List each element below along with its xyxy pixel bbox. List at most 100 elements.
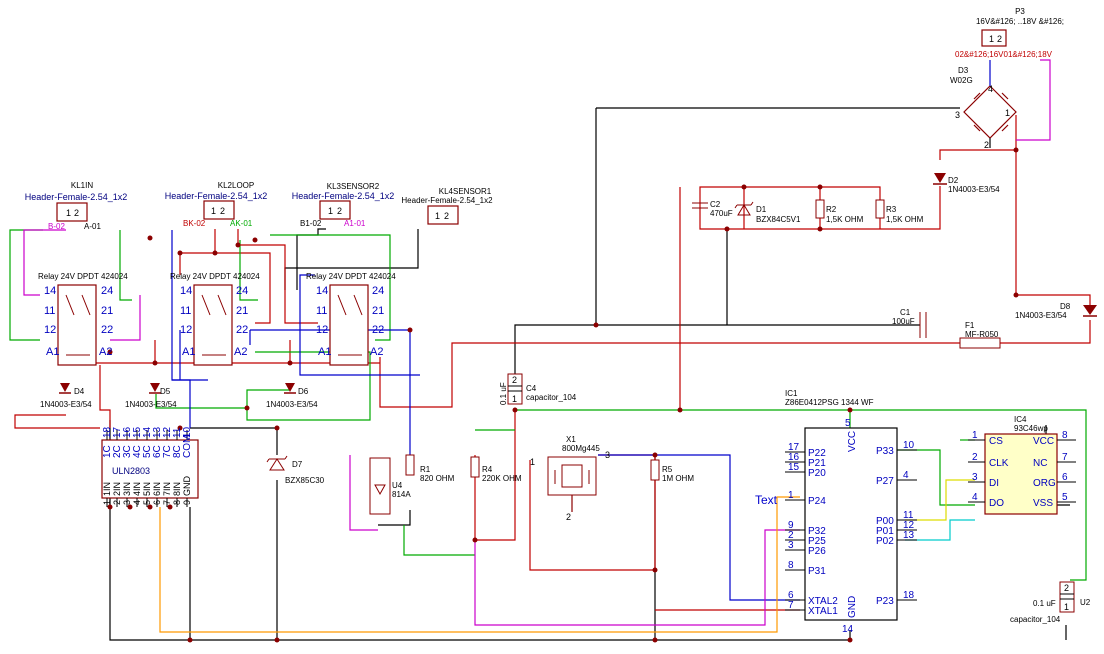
r5-ref: R5 (662, 465, 673, 474)
mcu-left-pin-name: P26 (808, 546, 826, 557)
relay-1-pin11: 11 (44, 305, 55, 317)
kl4-pin2-num: 2 (444, 211, 449, 221)
resistor-r5[interactable]: R5 1M OHM (650, 459, 694, 483)
relay-2-body (193, 284, 233, 366)
eeprom-ref: IC4 (1014, 415, 1027, 424)
wires-cyan (905, 519, 975, 541)
d6-part: 1N4003-E3/54 (266, 400, 318, 409)
d3-pin3: 3 (955, 110, 960, 120)
uln-bottom-pin-name: 2IN (112, 482, 122, 496)
fuse-f1[interactable]: F1 MF-R050 (959, 321, 1001, 349)
relay-2-label: Relay 24V DPDT 424024 (170, 272, 260, 281)
eeprom-left-pin-name: CS (989, 436, 1003, 447)
uln-bottom-pin-name: 7IN (162, 482, 172, 496)
mcu-right-pin-num: 12 (903, 520, 915, 531)
uln-top-pin-name: 3C (122, 445, 133, 458)
mcu-gnd-pin: 14 (842, 624, 854, 635)
kl2-pin1-num: 1 (211, 206, 216, 216)
uln-top-pin-name: 7C (162, 445, 173, 458)
r4-ref: R4 (482, 465, 493, 474)
uln-top-pin-num: 16 (122, 426, 133, 438)
wires-orange (159, 496, 800, 633)
d3-pin1: 1 (1005, 108, 1010, 118)
uln-bottom-pin-name: GND (182, 476, 192, 497)
relay-1-body (57, 284, 97, 366)
kl3-pin2-num: 2 (337, 206, 342, 216)
relay-1[interactable]: Relay 24V DPDT 424024 14 24 11 21 12 22 … (38, 272, 128, 366)
uln-bottom-pin-name: 6IN (152, 482, 162, 496)
d5-part: 1N4003-E3/54 (125, 400, 177, 409)
r2-ref: R2 (826, 205, 837, 214)
uln-bottom-pin-name: 3IN (122, 482, 132, 496)
crystal-x1[interactable]: X1 800Mg445 1 3 2 (530, 435, 610, 522)
eeprom-right-pin-num: 5 (1062, 492, 1068, 503)
mcu-left-pin-num: 9 (788, 520, 794, 531)
eeprom-right-pin-num: 6 (1062, 472, 1068, 483)
resistor-r3[interactable]: R3 1,5K OHM (875, 199, 924, 224)
r2-value: 1,5K OHM (826, 215, 864, 224)
d3-pin4: 4 (988, 84, 993, 94)
kl1-pin1-num: 1 (66, 208, 71, 218)
kl4-ref: KL4SENSOR1 (439, 187, 492, 196)
mcu-right-pin-num: 13 (903, 530, 915, 541)
relay-1-label: Relay 24V DPDT 424024 (38, 272, 128, 281)
kl2-ref: KL2LOOP (218, 181, 254, 190)
x1-ref: X1 (566, 435, 576, 444)
relay-3-pin21: 21 (372, 305, 384, 317)
diode-d6[interactable]: D6 1N4003-E3/54 (266, 383, 318, 409)
resistor-r2[interactable]: R2 1,5K OHM (815, 199, 864, 224)
capacitor-c1[interactable]: C1 100uF (892, 308, 927, 338)
kl1-pin2-label: A-01 (84, 222, 101, 231)
connector-kl2[interactable]: KL2LOOP Header-Female-2.54_1x2 1 2 BK-02… (165, 181, 268, 228)
mcu-left-pin-num: 2 (788, 530, 794, 541)
d6-ref: D6 (298, 387, 309, 396)
connector-kl3[interactable]: KL3SENSOR2 Header-Female-2.54_1x2 1 2 B1… (292, 182, 395, 228)
connector-kl4[interactable]: KL4SENSOR1 Header-Female-2.54_1x2 1 2 (401, 187, 493, 225)
mcu-left-pin-name: P24 (808, 496, 826, 507)
capacitor-u2[interactable]: 2 1 U2 capacitor_104 0.1 uF (1010, 581, 1091, 624)
optocoupler-u4[interactable]: U4 814A (369, 457, 411, 515)
diode-d5[interactable]: D5 1N4003-E3/54 (125, 383, 177, 409)
uln-bottom-pin-num: 8 (172, 500, 182, 505)
uln-top-pin-name: 2C (112, 445, 123, 458)
kl2-body (203, 200, 235, 220)
relay-3-label: Relay 24V DPDT 424024 (306, 272, 396, 281)
resistor-r4[interactable]: R4 220K OHM (470, 456, 522, 483)
zener-d7[interactable]: D7 BZX85C30 (266, 455, 325, 485)
kl3-pin1-num: 1 (328, 206, 333, 216)
bridge-d3[interactable]: D3 W02G 3 1 4 2 (950, 60, 1017, 150)
mcu-left-pin-name: P25 (808, 536, 826, 547)
r3-value: 1,5K OHM (886, 215, 924, 224)
ic-mcu[interactable]: IC1 Z86E0412PSG 1344 WF VCC 5 GND 14 17P… (785, 389, 917, 635)
x1-pin1: 1 (530, 457, 535, 467)
uln-top-pin-num: 13 (152, 426, 163, 438)
connector-kl1[interactable]: KL1IN Header-Female-2.54_1x2 1 2 B-02 A-… (25, 181, 128, 231)
uln-top-pin-name: COM (182, 435, 193, 458)
mcu-right-pin-num: 18 (903, 590, 915, 601)
relay-3[interactable]: Relay 24V DPDT 424024 14 24 11 21 12 22 … (306, 272, 396, 366)
relay-2[interactable]: Relay 24V DPDT 424024 14 24 11 21 12 22 … (170, 272, 260, 366)
uln-bottom-pin-name: 8IN (172, 482, 182, 496)
connector-p3[interactable]: P3 16V&#126; ..18V &#126; 1 2 02&#126;16… (955, 7, 1064, 59)
zener-d1[interactable]: D1 BZX84C5V1 (734, 201, 801, 224)
r5-value: 1M OHM (662, 474, 694, 483)
u2-pin1: 1 (1064, 602, 1069, 612)
kl1-body (56, 202, 88, 222)
mcu-left-pin-num: 17 (788, 442, 800, 453)
diode-d8[interactable]: D8 1N4003-E3/54 (1015, 302, 1097, 320)
mcu-left-pin-name: XTAL2 (808, 596, 838, 607)
capacitor-c4[interactable]: 2 1 C4 capacitor_104 0.1 uF (499, 373, 577, 405)
capacitor-c2[interactable]: C2 470uF (692, 200, 733, 218)
diode-d4[interactable]: D4 1N4003-E3/54 (40, 383, 92, 409)
r4-value: 220K OHM (482, 474, 522, 483)
resistor-r1[interactable]: R1 820 OHM (405, 454, 455, 483)
mcu-right-pin-name: P01 (876, 526, 894, 537)
eeprom-left-pin-num: 4 (972, 492, 978, 503)
ic-uln2803[interactable]: ULN2803 181C172C163C154C145C136C127C118C… (101, 426, 199, 507)
kl2-pin2-num: 2 (220, 206, 225, 216)
relay-3-body (329, 284, 369, 366)
mcu-right-pin-num: 4 (903, 470, 909, 481)
kl1-pin1-label: B-02 (48, 222, 65, 231)
diode-d2[interactable]: D2 1N4003-E3/54 (933, 173, 1000, 194)
